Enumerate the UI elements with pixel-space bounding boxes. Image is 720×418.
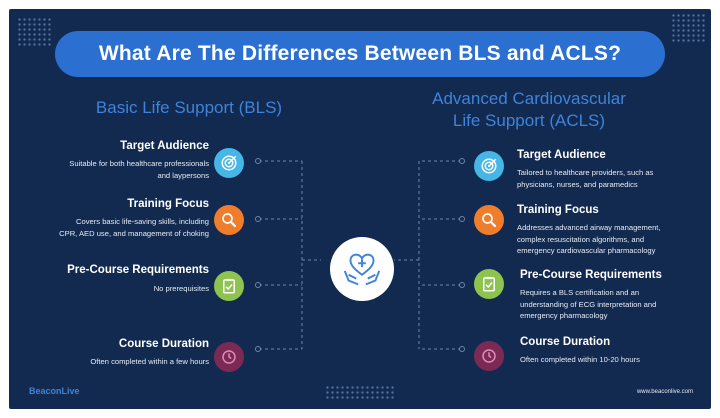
decorative-dots xyxy=(17,17,51,47)
desc-line: understanding of ECG interpretation and xyxy=(520,299,657,309)
bls-training-title: Training Focus xyxy=(127,198,209,210)
clock-icon xyxy=(474,341,504,371)
desc-line: emergency cardiovascular pharmacology xyxy=(517,246,656,255)
clock-icon xyxy=(214,342,244,372)
target-icon xyxy=(474,151,504,181)
acls-training-desc: Addresses advanced airway management, co… xyxy=(517,222,661,257)
bls-requirements-title: Pre-Course Requirements xyxy=(67,264,209,276)
bls-heading: Basic Life Support (BLS) xyxy=(95,98,283,117)
heart-hands-icon xyxy=(330,237,394,301)
acls-heading-line1: Advanced Cardiovascular xyxy=(432,89,626,108)
bls-target-title: Target Audience xyxy=(120,140,209,152)
connector-lines xyxy=(255,158,465,352)
magnifier-icon xyxy=(474,205,504,235)
acls-requirements-title: Pre-Course Requirements xyxy=(520,269,662,281)
decorative-dots xyxy=(671,13,705,43)
desc-line: Requires a BLS certification and an xyxy=(520,288,640,297)
target-icon xyxy=(214,148,244,178)
desc-line: physicians, nurses, and paramedics xyxy=(517,179,638,189)
desc-line: and laypersons xyxy=(157,170,209,180)
desc-line: emergency pharmacology xyxy=(520,311,608,320)
desc-line: Addresses advanced airway management, xyxy=(517,223,661,232)
bls-duration-title: Course Duration xyxy=(118,338,209,350)
acls-target-desc: Tailored to healthcare providers, such a… xyxy=(517,167,653,190)
desc-line: Often completed within 10-20 hours xyxy=(520,355,640,364)
desc-line: Suitable for both healthcare professiona… xyxy=(69,159,209,168)
infographic-card: What Are The Differences Between BLS and… xyxy=(9,9,711,409)
desc-line: complex resuscitation algorithms, and xyxy=(517,234,645,244)
acls-heading-line2: Life Support (ACLS) xyxy=(452,111,606,130)
acls-duration-title: Course Duration xyxy=(520,336,611,348)
clipboard-check-icon xyxy=(474,269,504,299)
bls-target-desc: Suitable for both healthcare professiona… xyxy=(69,158,209,181)
acls-requirements-desc: Requires a BLS certification and an unde… xyxy=(520,287,656,322)
brand-logo: BeaconLive xyxy=(29,386,80,396)
bls-duration-desc: Often completed within a few hours xyxy=(90,356,209,368)
desc-line: Often completed within a few hours xyxy=(90,357,209,366)
acls-training-title: Training Focus xyxy=(517,204,599,216)
desc-line: Tailored to healthcare providers, such a… xyxy=(517,168,654,177)
decorative-dots xyxy=(325,385,395,399)
page-title: What Are The Differences Between BLS and… xyxy=(55,31,665,77)
acls-heading: Advanced Cardiovascular Life Support (AC… xyxy=(409,88,649,132)
bls-requirements-desc: No prerequisites xyxy=(154,283,209,295)
bls-training-desc: Covers basic life-saving skills, includi… xyxy=(59,216,209,239)
magnifier-icon xyxy=(214,205,244,235)
acls-duration-desc: Often completed within 10-20 hours xyxy=(520,354,640,366)
website-url: www.beaconlive.com xyxy=(636,389,693,395)
clipboard-check-icon xyxy=(214,271,244,301)
desc-line: CPR, AED use, and management of choking xyxy=(59,228,209,238)
desc-line: No prerequisites xyxy=(153,284,209,293)
desc-line: Covers basic life-saving skills, includi… xyxy=(76,217,209,226)
acls-target-title: Target Audience xyxy=(517,149,606,161)
